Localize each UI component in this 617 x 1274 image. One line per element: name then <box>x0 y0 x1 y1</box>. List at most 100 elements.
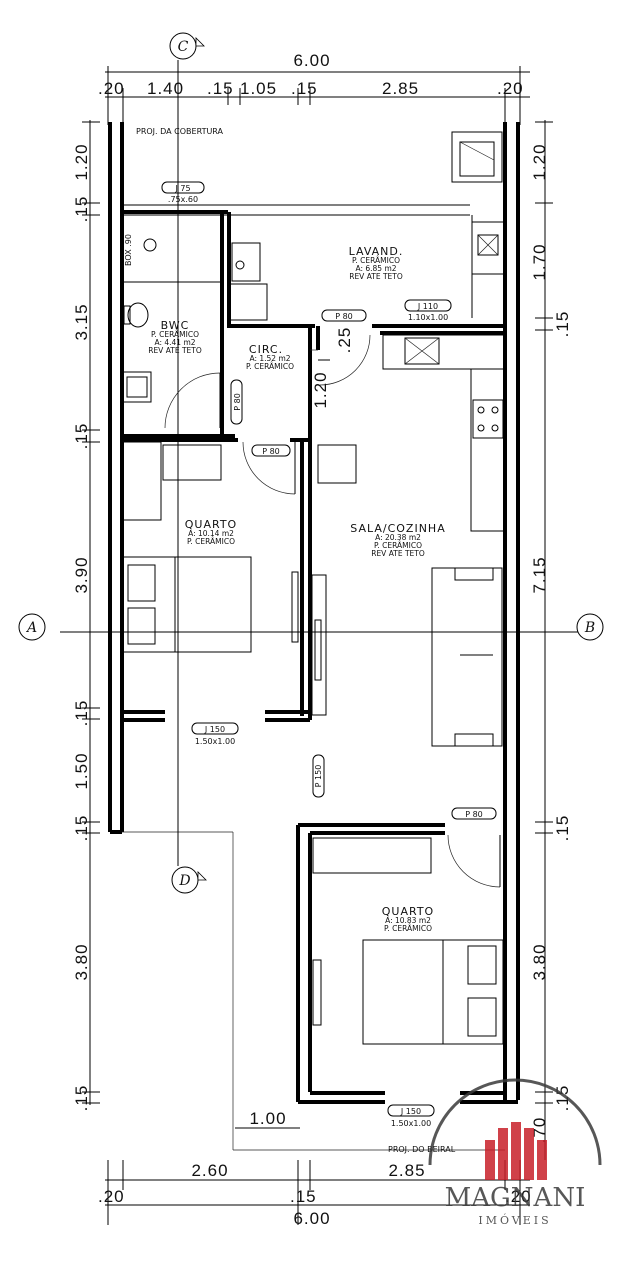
svg-text:CIRC.: CIRC. <box>249 343 283 356</box>
svg-text:QUARTO: QUARTO <box>382 905 434 918</box>
toilet-icon <box>123 302 149 328</box>
svg-text:1.50x1.00: 1.50x1.00 <box>195 737 235 746</box>
tv-panel-quarto2 <box>312 959 322 1026</box>
stove-icon <box>472 399 504 439</box>
section-label-b: B <box>584 620 595 636</box>
svg-text:LAVAND.: LAVAND. <box>349 245 404 258</box>
right-dim-4: 7.15 <box>530 556 549 593</box>
tag-j110: J 110 1.10x1.00 <box>404 299 452 322</box>
room-circ: CIRC. A: 1.52 m2 P. CERÂMICO <box>246 343 294 371</box>
section-label-a: A <box>25 620 37 636</box>
right-dim-5: .15 <box>553 815 572 842</box>
water-tank-icon <box>451 131 503 183</box>
wardrobe-quarto1 <box>122 441 222 521</box>
left-dim-5: 3.90 <box>72 556 91 593</box>
svg-text:A: 10.83 m2: A: 10.83 m2 <box>385 916 431 925</box>
svg-text:P. CERÂMICO: P. CERÂMICO <box>187 537 235 546</box>
tag-p80-bwc: P 80 <box>230 379 243 425</box>
svg-text:QUARTO: QUARTO <box>185 518 237 531</box>
logo-name: MAGNANI <box>445 1183 586 1213</box>
room-quarto-1: QUARTO A: 10.14 m2 P. CERÂMICO <box>185 518 237 546</box>
inner-dim-025: .25 <box>335 327 354 354</box>
company-logo: MAGNANI IMÓVEIS <box>428 1078 602 1227</box>
washbasin-icon <box>122 371 152 403</box>
shower-icon <box>122 238 222 283</box>
svg-text:SALA/COZINHA: SALA/COZINHA <box>350 522 445 535</box>
tag-p80-lav: P 80 <box>321 309 367 322</box>
tag-p80-quarto2: P 80 <box>451 807 497 820</box>
svg-text:A: 20.38 m2: A: 20.38 m2 <box>375 533 421 542</box>
logo-sub: IMÓVEIS <box>478 1213 551 1227</box>
bottom-dim-1: 2.60 <box>191 1161 228 1180</box>
section-label-c: C <box>178 39 189 55</box>
room-bwc: BWC P. CERÂMICO A: 4.41 m2 REV ATE TETO <box>148 319 202 355</box>
section-lines <box>60 60 578 866</box>
svg-text:J 75: J 75 <box>174 184 190 193</box>
sofa-icon <box>431 567 503 747</box>
left-dim-1: 1.20 <box>72 143 91 180</box>
section-marker-b: B <box>576 613 604 641</box>
bottom-small-1: .20 <box>98 1187 125 1206</box>
top-dim-7: .20 <box>497 79 524 98</box>
bottom-small-3: .20 <box>505 1187 532 1206</box>
tv-panel-sala <box>311 574 327 716</box>
svg-text:P 80: P 80 <box>335 312 353 321</box>
top-total-dimension: 6.00 <box>293 51 330 70</box>
svg-text:A: 6.85 m2: A: 6.85 m2 <box>355 264 396 273</box>
eave-projection-label: PROJ. DO BEIRAL <box>388 1145 456 1154</box>
svg-text:J 150: J 150 <box>204 725 225 734</box>
bottom-small-2: .15 <box>290 1187 317 1206</box>
door-swings <box>164 334 501 888</box>
wardrobe-quarto2 <box>312 837 432 874</box>
svg-text:1.50x1.00: 1.50x1.00 <box>391 1119 431 1128</box>
svg-text:P. CERÂMICO: P. CERÂMICO <box>246 362 294 371</box>
svg-text:1.10x1.00: 1.10x1.00 <box>408 313 448 322</box>
top-dim-3: .15 <box>207 79 234 98</box>
top-dim-5: .15 <box>291 79 318 98</box>
svg-text:P 80: P 80 <box>233 393 242 411</box>
tag-j75: J 75 .75x.60 <box>161 181 205 204</box>
svg-text:BWC: BWC <box>161 319 190 332</box>
right-dim-3: .15 <box>553 311 572 338</box>
svg-text:P. CERÂMICO: P. CERÂMICO <box>384 924 432 933</box>
left-dimension-lines <box>82 120 100 1105</box>
tag-p150: P 150 <box>312 754 325 798</box>
top-dim-2: 1.40 <box>147 79 184 98</box>
svg-text:.75x.60: .75x.60 <box>168 195 198 204</box>
section-marker-c: C <box>169 32 205 60</box>
section-marker-d: D <box>171 866 207 894</box>
left-dim-6: .15 <box>72 700 91 727</box>
tag-p80-quarto1: P 80 <box>251 444 291 457</box>
svg-text:P 80: P 80 <box>465 810 483 819</box>
tag-j150-quarto1: J 150 1.50x1.00 <box>191 722 239 746</box>
right-dim-1: 1.20 <box>530 143 549 180</box>
svg-text:J 110: J 110 <box>417 302 438 311</box>
eave-offset-dimension: 1.00 <box>249 1109 286 1128</box>
box-label: BOX .90 <box>124 234 133 266</box>
kitchen-counter <box>382 334 506 532</box>
bottom-total-dimension: 6.00 <box>293 1209 330 1228</box>
svg-text:A: 10.14 m2: A: 10.14 m2 <box>188 529 234 538</box>
top-dim-1: .20 <box>98 79 125 98</box>
right-dim-6: 3.80 <box>530 943 549 980</box>
top-dim-6: 2.85 <box>382 79 419 98</box>
svg-text:A: 1.52 m2: A: 1.52 m2 <box>249 354 290 363</box>
room-quarto-2: QUARTO A: 10.83 m2 P. CERÂMICO <box>382 905 434 933</box>
right-dimension-lines <box>535 120 553 1160</box>
svg-text:P 80: P 80 <box>262 447 280 456</box>
section-marker-a: A <box>18 613 46 641</box>
bottom-dim-2: 2.85 <box>388 1161 425 1180</box>
left-dim-3: 3.15 <box>72 303 91 340</box>
laundry-sink-icon <box>471 215 505 318</box>
refrigerator-icon <box>317 444 357 484</box>
section-label-d: D <box>178 873 190 889</box>
sink-icon <box>228 242 268 321</box>
svg-text:P. CERÂMICO: P. CERÂMICO <box>352 256 400 265</box>
svg-text:P. CERÂMICO: P. CERÂMICO <box>374 541 422 550</box>
left-dim-2: .15 <box>72 196 91 223</box>
left-dim-8: .15 <box>72 815 91 842</box>
tag-j150-quarto2: J 150 1.50x1.00 <box>387 1104 435 1128</box>
bed-quarto2 <box>362 939 504 1045</box>
left-dim-4: .15 <box>72 423 91 450</box>
